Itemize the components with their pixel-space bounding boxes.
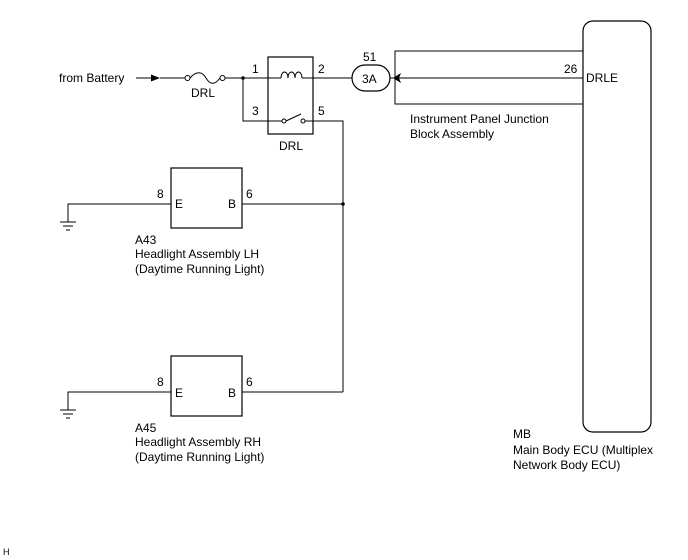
headlight-lh-code: A43 [135,233,157,247]
headlight-rh-pin-e: 8 [157,375,164,389]
from-battery-label: from Battery [59,71,124,85]
fuse-symbol [184,72,226,84]
headlight-lh-pin-b: 6 [246,187,253,201]
wire-rh-ground [67,391,171,410]
relay-pin-5: 5 [318,104,325,118]
headlight-rh-pin-b: 6 [246,375,253,389]
headlight-lh-line1: Headlight Assembly LH [135,247,259,261]
relay-label: DRL [279,139,303,153]
relay-pin-1: 1 [252,62,259,76]
ecu-line1: Main Body ECU (Multiplex [513,443,653,457]
wire-relay-pin5 [313,120,344,392]
connector-label: 3A [362,72,377,86]
headlight-lh-term-e: E [175,197,183,211]
headlight-rh-line1: Headlight Assembly RH [135,435,261,449]
headlight-rh-code: A45 [135,421,157,435]
connector-arrow [393,73,401,83]
headlight-rh-term-b: B [228,386,236,400]
headlight-rh-body [170,355,243,417]
corner-mark: H [3,547,10,557]
ecu-code: MB [513,427,531,441]
relay-pin-3: 3 [252,104,259,118]
ecu-pin: 26 [564,62,578,76]
headlight-lh-pin-e: 8 [157,187,164,201]
relay-switch [268,113,313,124]
junction-block-outline [394,50,583,105]
headlight-lh-body [170,167,243,229]
relay-pin-2: 2 [318,62,325,76]
ecu-body [582,20,652,433]
connector-pin: 51 [363,50,377,64]
ground-icon [60,409,76,419]
headlight-lh-term-b: B [228,197,236,211]
headlight-lh-line2: (Daytime Running Light) [135,262,264,276]
battery-arrow [136,74,160,82]
relay-coil [268,71,313,79]
wire-to-relay-pin3 [242,78,268,122]
ground-icon [60,221,76,231]
junction-block-line2: Block Assembly [410,127,494,141]
ecu-signal: DRLE [586,71,618,85]
relay-body [267,56,314,135]
junction-block-line1: Instrument Panel Junction [410,112,549,126]
headlight-rh-line2: (Daytime Running Light) [135,450,264,464]
ecu-line2: Network Body ECU) [513,458,620,472]
headlight-rh-term-e: E [175,386,183,400]
wire-lh-ground [67,203,171,222]
fuse-label: DRL [191,86,215,100]
